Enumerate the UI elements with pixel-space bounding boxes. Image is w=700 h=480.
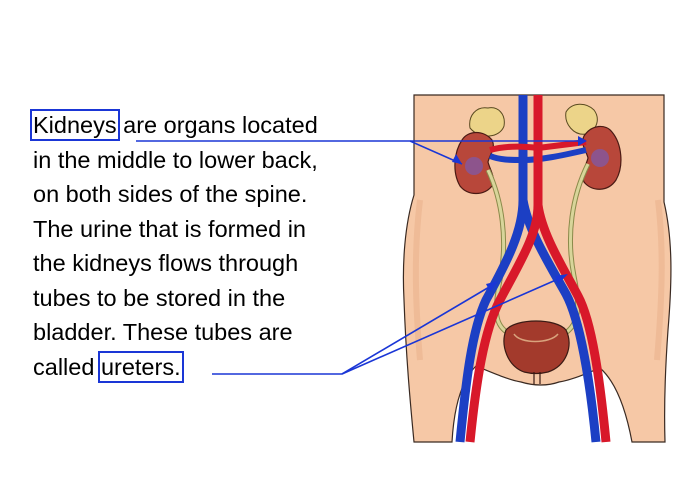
paragraph-line-5: the kidneys flows through bbox=[33, 250, 299, 276]
description-paragraph: Kidneys are organs located in the middle… bbox=[30, 108, 393, 384]
vena-cava bbox=[455, 95, 528, 443]
paragraph-line-3: on both sides of the spine. bbox=[33, 181, 308, 207]
right-adrenal-gland bbox=[565, 103, 598, 135]
callout-kidneys bbox=[136, 136, 587, 165]
paragraph-line-6: tubes to be stored in the bbox=[33, 284, 286, 311]
paragraph-line-2: in the middle to lower back, bbox=[33, 146, 318, 173]
aorta bbox=[465, 95, 543, 443]
paragraph-line-1: Kidneys are organs located bbox=[30, 109, 318, 141]
callout-ureters bbox=[212, 274, 568, 375]
ureters-term-box: ureters. bbox=[97, 350, 184, 383]
paragraph-line-8: called ureters. bbox=[33, 350, 184, 383]
left-adrenal-gland bbox=[469, 107, 505, 137]
bladder bbox=[503, 320, 570, 375]
kidneys-term-box: Kidneys bbox=[30, 109, 120, 141]
paragraph-line-4: The urine that is formed in bbox=[33, 215, 306, 242]
paragraph-line-7: bladder. These tubes are bbox=[33, 319, 293, 345]
